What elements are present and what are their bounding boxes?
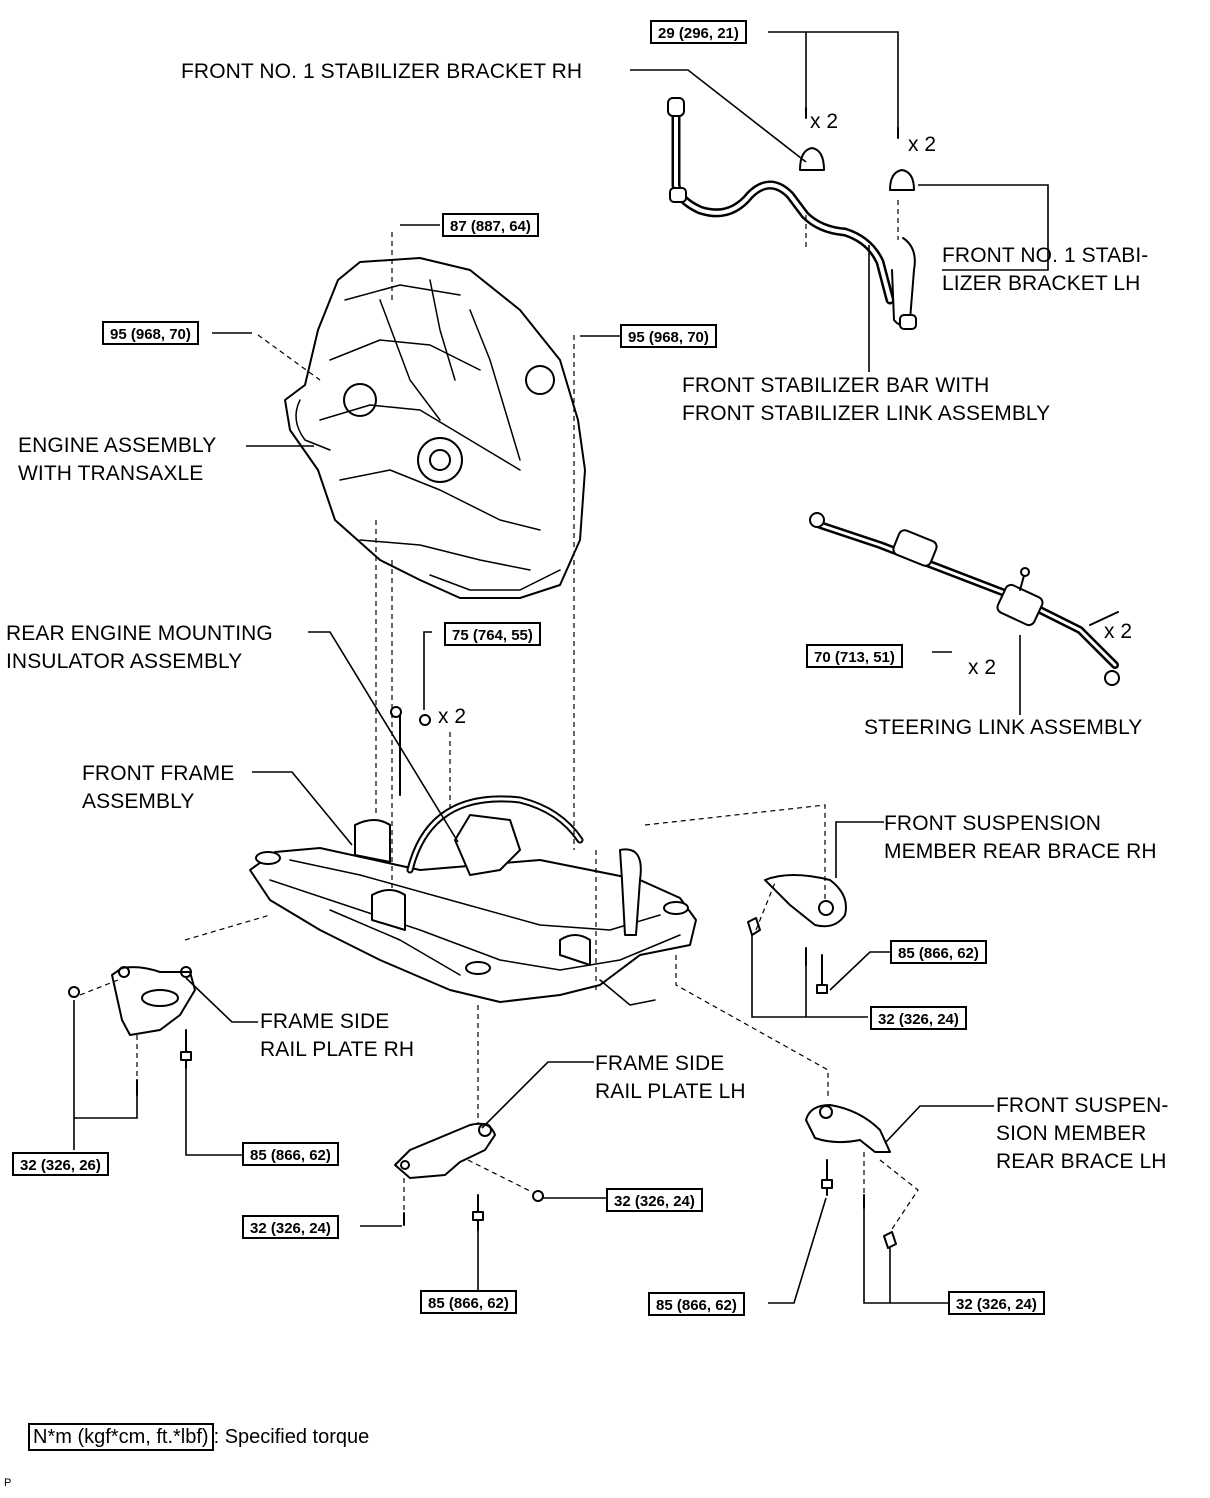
label-rear-engine-mount: REAR ENGINE MOUNTING INSULATOR ASSEMBLY xyxy=(6,622,273,673)
quantity-label: x 2 xyxy=(438,705,467,728)
torque-box: 85 (866, 62) xyxy=(890,940,987,964)
legend-description: : Specified torque xyxy=(213,1426,370,1448)
torque-box: 85 (866, 62) xyxy=(242,1142,339,1166)
alignment-lines xyxy=(79,200,919,1233)
label-brace-lh: FRONT SUSPEN- SION MEMBER REAR BRACE LH xyxy=(996,1094,1169,1173)
torque-legend: N*m (kgf*cm, ft.*lbf): Specified torque xyxy=(28,1423,370,1451)
torque-box: 95 (968, 70) xyxy=(620,324,717,348)
steering-link-drawing xyxy=(809,512,1120,686)
torque-box: 32 (326, 24) xyxy=(242,1215,339,1239)
label-engine-assembly: ENGINE ASSEMBLY WITH TRANSAXLE xyxy=(18,434,217,485)
torque-box: 75 (764, 55) xyxy=(444,622,541,646)
torque-box: 29 (296, 21) xyxy=(650,20,747,44)
label-side-plate-lh: FRAME SIDE RAIL PLATE LH xyxy=(595,1052,746,1103)
engine-assembly-drawing xyxy=(284,257,586,599)
label-front-frame: FRONT FRAME ASSEMBLY xyxy=(82,762,235,813)
quantity-label: x 2 xyxy=(810,110,839,133)
torque-box: 32 (326, 24) xyxy=(948,1291,1045,1315)
front-frame-drawing xyxy=(249,706,697,1006)
side-plate-rh-drawing xyxy=(68,966,196,1096)
torque-box: 32 (326, 24) xyxy=(870,1006,967,1030)
quantity-label: x 2 xyxy=(1104,620,1133,643)
torque-box: 87 (887, 64) xyxy=(442,213,539,237)
torque-box: 32 (326, 26) xyxy=(12,1152,109,1176)
quantity-label: x 2 xyxy=(908,133,937,156)
torque-box: 70 (713, 51) xyxy=(806,644,903,668)
brace-lh-drawing xyxy=(805,1104,897,1249)
torque-box: 85 (866, 62) xyxy=(420,1290,517,1314)
brace-rh-drawing xyxy=(747,874,847,994)
side-plate-lh-drawing xyxy=(394,1122,544,1231)
label-side-plate-rh: FRAME SIDE RAIL PLATE RH xyxy=(260,1010,415,1061)
corner-mark: P xyxy=(4,1477,12,1489)
label-stabilizer-bracket-lh: FRONT NO. 1 STABI- LIZER BRACKET LH xyxy=(942,244,1149,295)
torque-box: 85 (866, 62) xyxy=(648,1292,745,1316)
torque-box: 32 (326, 24) xyxy=(606,1188,703,1212)
quantity-label: x 2 xyxy=(968,656,997,679)
label-steering-link: STEERING LINK ASSEMBLY xyxy=(864,716,1143,739)
label-stabilizer-bar: FRONT STABILIZER BAR WITH FRONT STABILIZ… xyxy=(682,374,1051,425)
label-brace-rh: FRONT SUSPENSION MEMBER REAR BRACE RH xyxy=(884,812,1157,863)
leader-lines xyxy=(73,31,1049,1304)
stabilizer-bar-drawing xyxy=(667,97,917,330)
label-stabilizer-bracket-rh: FRONT NO. 1 STABILIZER BRACKET RH xyxy=(181,60,583,83)
legend-unit-box: N*m (kgf*cm, ft.*lbf) xyxy=(28,1423,214,1451)
torque-box: 95 (968, 70) xyxy=(102,321,199,345)
